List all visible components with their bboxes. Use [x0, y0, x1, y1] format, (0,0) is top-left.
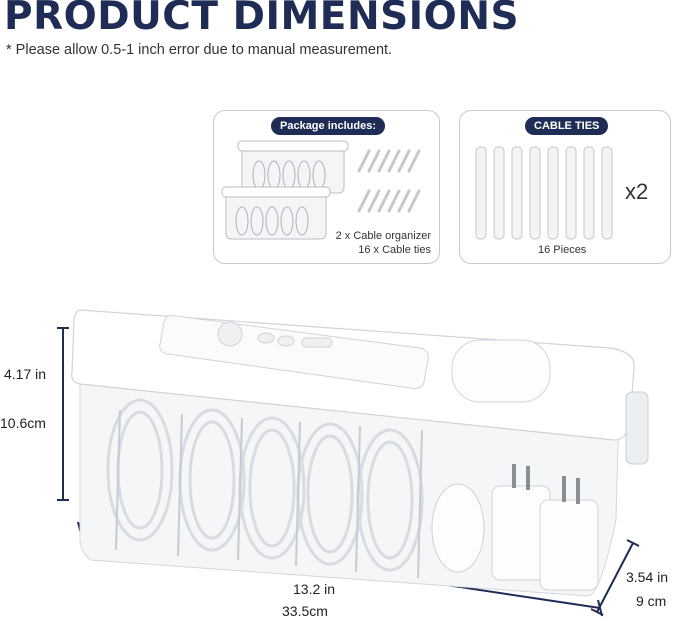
depth-inch-label: 3.54 in	[626, 569, 669, 585]
ties-caption: 16 Pieces	[538, 244, 587, 256]
dividers	[115, 409, 423, 579]
package-line-ties: 16 x Cable ties	[358, 244, 431, 256]
cable-ties-card: CABLE TIES x2 16 Pieces	[459, 110, 671, 264]
cable-ties-illustration	[475, 146, 613, 240]
package-illustration	[221, 140, 421, 240]
height-inch-label: 4.17 in	[4, 366, 47, 382]
height-dimension-line	[57, 327, 69, 501]
package-line-organizer: 2 x Cable organizer	[335, 230, 431, 242]
page-title: PRODUCT DIMENSIONS	[4, 0, 520, 39]
measurement-note: * Please allow 0.5-1 inch error due to m…	[6, 42, 393, 58]
remote-control	[159, 315, 429, 389]
length-dimension-line	[77, 521, 603, 617]
power-adapters	[491, 485, 599, 591]
organizer-illustration-bottom	[221, 186, 331, 240]
ties-multiplier: x2	[625, 179, 649, 204]
length-cm-label: 33.5cm	[282, 603, 328, 619]
organizer-lid	[71, 309, 635, 441]
organizer-box	[79, 337, 621, 597]
earbud-case-small	[431, 483, 485, 573]
ties-illustration-small	[357, 149, 421, 213]
organizer-illustration-top	[237, 140, 349, 194]
cable-ties-badge: CABLE TIES	[525, 117, 609, 135]
lid-clip	[625, 391, 649, 465]
package-includes-card: Package includes:	[213, 110, 440, 264]
package-includes-badge: Package includes:	[271, 117, 385, 135]
cable-coils	[106, 398, 424, 572]
earbud-case	[451, 339, 551, 403]
length-inch-label: 13.2 in	[293, 581, 336, 597]
height-cm-label: 10.6cm	[0, 415, 46, 431]
depth-cm-label: 9 cm	[636, 593, 667, 609]
